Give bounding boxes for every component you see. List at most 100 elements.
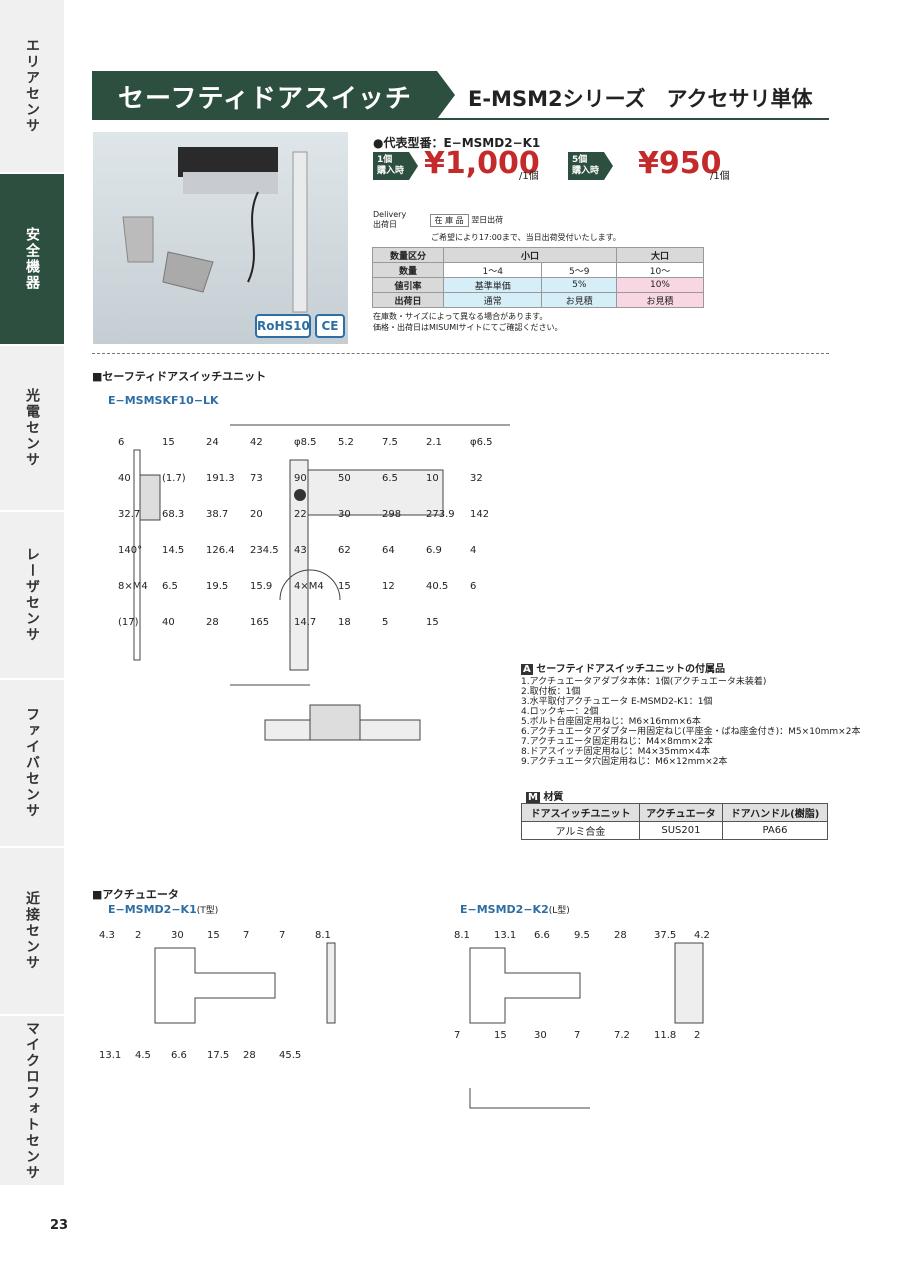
dimension-label: 4.2 (694, 930, 710, 941)
dimension-label: 14.7 (294, 617, 316, 628)
dimension-label: 4×M4 (294, 581, 324, 592)
price-tag-2: 5個 購入時 (568, 152, 604, 180)
model-k1: E−MSMD2−K1(T型) (108, 903, 218, 916)
dimension-label: 15 (162, 437, 175, 448)
price-unit-2: /1個 (710, 171, 730, 182)
dimension-label: 8×M4 (118, 581, 148, 592)
dimension-label: 126.4 (206, 545, 235, 556)
k1-side (326, 942, 336, 1024)
dimension-label: 2 (694, 1030, 700, 1041)
tab-label: ファイバセンサ (24, 707, 40, 819)
price-tag-arrow-2 (604, 152, 613, 180)
table-cell: 10〜 (616, 262, 704, 278)
dimension-label: 18 (338, 617, 351, 628)
dimension-label: 64 (382, 545, 395, 556)
dimension-label: 6.6 (534, 930, 550, 941)
dimension-label: 165 (250, 617, 269, 628)
dimension-label: 24 (206, 437, 219, 448)
price-2: ¥950 (638, 146, 722, 181)
table-row: 数量 1〜4 5〜9 10〜 (372, 262, 704, 278)
product-illustration (122, 147, 308, 313)
list-item: 1.アクチュエータアダプタ本体：1個(アクチュエータ未装着) (521, 677, 767, 687)
k2-side (469, 1088, 590, 1109)
product-photo: RoHS10 CE (93, 132, 348, 344)
sidebar-tab-area-sensor[interactable]: エリアセンサ (0, 0, 64, 174)
dimension-label: 11.8 (654, 1030, 676, 1041)
dimension-label: 4 (470, 545, 476, 556)
dimension-label: 140° (118, 545, 142, 556)
sidebar-tab-safety[interactable]: 安全機器 (0, 174, 64, 346)
tab-label: レーザセンサ (24, 547, 40, 643)
table-cell: 通常 (442, 292, 543, 308)
dimension-label: φ8.5 (294, 437, 317, 448)
model-unit: E−MSMSKF10−LK (108, 394, 219, 407)
price-tag-arrow-1 (409, 152, 418, 180)
dimension-label: 8.1 (315, 930, 331, 941)
table-row: ドアスイッチユニット アクチュエータ ドアハンドル(樹脂) (521, 803, 829, 822)
table-cell: SUS201 (638, 821, 723, 840)
accessories-title-text: セーフティドアスイッチユニットの付属品 (536, 664, 726, 675)
list-item: 7.アクチュエータ固定用ねじ：M4×8mm×2本 (521, 737, 713, 747)
table-cell: 5〜9 (541, 262, 617, 278)
table-cell: 10% (616, 277, 704, 293)
list-item: 8.ドアスイッチ固定用ねじ：M4×35mm×4本 (521, 747, 710, 757)
dimension-label: 4.5 (135, 1050, 151, 1061)
pivot-hole (294, 489, 306, 501)
table-cell: お見積 (541, 292, 617, 308)
front-plate (289, 459, 309, 671)
dimension-label: 5 (382, 617, 388, 628)
tab-label: マイクロフォトセンサ (24, 1020, 40, 1181)
model-k1-text: E−MSMD2−K1 (108, 903, 197, 916)
delivery-note: ご希望により17:00まで、当日出荷受付いたします。 (431, 233, 621, 242)
front-switch (307, 469, 444, 516)
dimension-label: 14.5 (162, 545, 184, 556)
dimension-label: 28 (614, 930, 627, 941)
page-title: セーフティドアスイッチ (118, 84, 412, 114)
dimension-label: 7 (574, 1030, 580, 1041)
list-item: 6.アクチュエータアダプター用固定ねじ(平座金・ばね座金付き)：M5×10mm×… (521, 727, 861, 737)
a-icon: A (521, 664, 533, 675)
dimension-label: 38.7 (206, 509, 228, 520)
dimension-label: (1.7) (162, 473, 186, 484)
table-header: 小口 (443, 247, 617, 263)
list-item: 3.水平取付アクチュエータ E-MSMD2-K1：1個 (521, 697, 713, 707)
dimension-label: 6 (118, 437, 124, 448)
table-row: 値引率 基準単価 5% 10% (372, 277, 704, 293)
price-unit-1: /1個 (519, 171, 539, 182)
side-plate (133, 449, 141, 661)
note-line: 在庫数・サイズによって異なる場合があります。 (373, 312, 548, 321)
dimension-label: 30 (534, 1030, 547, 1041)
dimension-label: 28 (243, 1050, 256, 1061)
dimension-label: 15 (207, 930, 220, 941)
dimension-label: 6.6 (171, 1050, 187, 1061)
dimension-label: 7.5 (382, 437, 398, 448)
sidebar-tab-photoelectric[interactable]: 光電センサ (0, 346, 64, 512)
table-header: ドアハンドル(樹脂) (721, 803, 829, 822)
k2-flange (674, 942, 704, 1024)
k1-shape (154, 947, 276, 1024)
dimension-label: 13.1 (494, 930, 516, 941)
k2-shape (469, 947, 581, 1024)
sidebar-tab-proximity[interactable]: 近接センサ (0, 848, 64, 1016)
dimension-label: 298 (382, 509, 401, 520)
list-item: 9.アクチュエータ穴固定用ねじ：M6×12mm×2本 (521, 757, 728, 767)
sidebar-tab-fiber[interactable]: ファイバセンサ (0, 680, 64, 848)
dimension-label: 2 (135, 930, 141, 941)
material-table: ドアスイッチユニット アクチュエータ ドアハンドル(樹脂) アルミ合金 SUS2… (521, 803, 829, 840)
dimension-label: 32.7 (118, 509, 140, 520)
stock-note: 在庫数・サイズによって異なる場合があります。 価格・出荷日はMISUMIサイトに… (373, 311, 562, 333)
dimension-label: 10 (426, 473, 439, 484)
sidebar-tab-laser[interactable]: レーザセンサ (0, 512, 64, 680)
dimension-label: 273.9 (426, 509, 455, 520)
delivery-label: Delivery 出荷日 (373, 210, 407, 229)
price-tag-1: 1個 購入時 (373, 152, 409, 180)
ce-badge: CE (315, 314, 345, 338)
model-k1-type: (T型) (196, 906, 219, 916)
sidebar-tab-microphoto[interactable]: マイクロフォトセンサ (0, 1016, 64, 1187)
section-divider (92, 353, 829, 354)
list-item: 4.ロックキー：2個 (521, 707, 599, 717)
tab-label: 光電センサ (24, 388, 40, 468)
dimension-label: 6.9 (426, 545, 442, 556)
